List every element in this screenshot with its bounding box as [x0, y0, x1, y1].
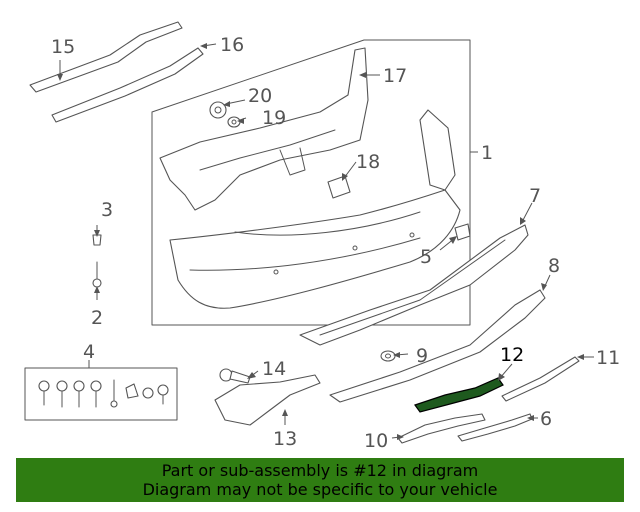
lower-trim-8-part	[329, 289, 546, 403]
bumper-cover-part	[169, 109, 461, 309]
hardware-kit-box	[24, 367, 178, 421]
leader-arrowheads	[57, 43, 584, 440]
callout-6: 6	[540, 408, 552, 430]
callout-9: 9	[416, 345, 428, 367]
callout-7: 7	[529, 185, 541, 207]
grommet-9-part	[380, 350, 396, 362]
diffuser-7-part	[299, 224, 529, 346]
screw-2-part	[92, 261, 102, 288]
washer-19-part	[227, 116, 241, 128]
banner-line-disclaimer: Diagram may not be specific to your vehi…	[142, 480, 498, 499]
strip-11-part	[501, 356, 580, 402]
bracket-18-part	[327, 175, 351, 199]
callout-1: 1	[481, 142, 493, 164]
callout-13: 13	[273, 428, 297, 450]
callout-16: 16	[220, 34, 244, 56]
callout-4: 4	[83, 341, 95, 363]
callout-8: 8	[548, 255, 560, 277]
mounting-bracket-part	[159, 47, 369, 211]
clip-3-part	[92, 234, 102, 246]
callout-3: 3	[101, 199, 113, 221]
banner-line-part-number: Part or sub-assembly is #12 in diagram	[161, 461, 479, 480]
callout-17: 17	[383, 65, 407, 87]
bolt-14-part	[219, 368, 251, 384]
side-bracket-13-part	[214, 374, 321, 426]
callout-14: 14	[262, 358, 286, 380]
highlighted-part-12	[414, 377, 504, 413]
trim-10-part	[397, 413, 486, 444]
callout-18: 18	[356, 151, 380, 173]
nut-20-part	[209, 101, 227, 119]
callout-20: 20	[248, 85, 272, 107]
upper-strip-16-part	[51, 47, 204, 123]
part-info-banner: Part or sub-assembly is #12 in diagram D…	[16, 458, 624, 502]
callout-2: 2	[91, 307, 103, 329]
callout-15: 15	[51, 36, 75, 58]
upper-strip-15-part	[29, 21, 183, 93]
callout-11: 11	[596, 347, 620, 369]
bumper-assembly-box	[151, 39, 471, 326]
callout-19: 19	[262, 107, 286, 129]
callout-12-highlighted: 12	[500, 344, 524, 366]
callout-10: 10	[364, 430, 388, 452]
callout-5: 5	[420, 246, 432, 268]
sensor-5-part	[454, 223, 471, 241]
hardware-kit-fasteners	[38, 379, 169, 408]
